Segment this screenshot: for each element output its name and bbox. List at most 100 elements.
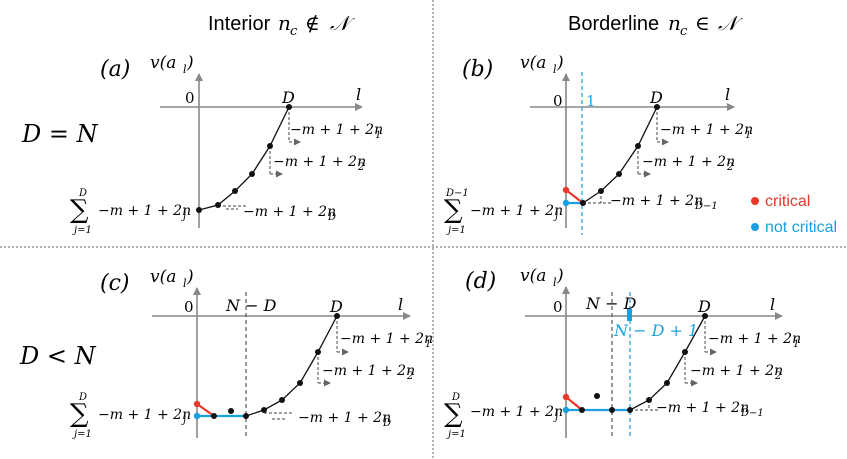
panel-b-marker-1: 1 <box>586 92 596 110</box>
svg-text:∑: ∑ <box>444 195 463 225</box>
panel-a-step-2: −m + 1 + 2n2 <box>273 154 366 173</box>
svg-text:j=1: j=1 <box>72 225 92 236</box>
panel-d-n-minus-d-plus-1: N − D + 1 <box>613 321 698 340</box>
panel-b-y-sub: l <box>553 63 557 76</box>
panel-b-points <box>580 104 660 206</box>
panel-c-guides <box>264 316 349 420</box>
header-interior-var: n <box>278 11 291 35</box>
panel-b-step-2: −m + 1 + 2n2 <box>642 154 735 173</box>
svg-text:D: D <box>327 212 336 223</box>
legend-not-critical-dot <box>751 223 759 231</box>
header-interior: Interior n c ∉ 𝒩 <box>208 11 355 39</box>
panel-b-step-1: −m + 1 + 2n1 <box>660 122 753 141</box>
panel-c-D-label: D <box>329 297 343 316</box>
svg-text:−m + 1 + 2n: −m + 1 + 2n <box>290 122 383 138</box>
panel-c-x-label: l <box>398 295 403 314</box>
svg-text:−m + 1 + 2n: −m + 1 + 2n <box>642 154 735 170</box>
svg-text:j: j <box>181 415 186 426</box>
panel-d-critical-point <box>562 393 570 401</box>
panel-d-n-minus-d: N − D <box>585 294 637 313</box>
panel-c-curve <box>245 315 338 417</box>
svg-text:∑: ∑ <box>70 195 89 225</box>
panel-c-points <box>211 313 340 419</box>
panel-d-y-sub: l <box>553 276 557 289</box>
svg-text:−m + 1 + 2n: −m + 1 + 2n <box>660 122 753 138</box>
panel-c-critical-point <box>193 400 201 408</box>
legend-critical-label: critical <box>765 193 810 210</box>
panel-d-y-label: v(a <box>520 266 546 286</box>
panel-d-step-1: −m + 1 + 2n1 <box>708 331 801 350</box>
panel-c-tag: (c) <box>100 271 130 296</box>
svg-text:2: 2 <box>357 162 364 173</box>
panel-b-y-close: ) <box>556 53 564 73</box>
panel-d-step-Dm1: −m + 1 + 2nD−1 <box>656 400 764 419</box>
row-label-top: D = N <box>21 120 99 148</box>
svg-text:D−1: D−1 <box>694 201 718 212</box>
panel-a-sum: D ∑ j=1 −m + 1 + 2n j <box>70 188 191 236</box>
panel-a-D-label: D <box>281 88 295 107</box>
header-borderline-word: Borderline <box>568 13 659 35</box>
svg-text:j: j <box>553 211 558 222</box>
svg-text:j: j <box>181 211 186 222</box>
panel-b-critical-segment <box>565 189 584 204</box>
panel-b-tag: (b) <box>462 57 493 82</box>
panel-d-critical-segment <box>565 396 583 411</box>
panel-d-tag: (d) <box>465 269 496 294</box>
svg-text:j=1: j=1 <box>446 429 466 440</box>
panel-a-x-label: l <box>356 85 361 104</box>
header-interior-set: 𝒩 <box>330 11 355 35</box>
panel-b-sum: D−1 ∑ j=1 −m + 1 + 2n j <box>444 188 563 236</box>
svg-text:−m + 1 + 2n: −m + 1 + 2n <box>273 154 366 170</box>
panel-b-guides <box>583 107 669 204</box>
panel-a-origin: 0 <box>185 89 195 107</box>
svg-text:−m + 1 + 2n: −m + 1 + 2n <box>98 203 191 219</box>
panel-c-notcritical-point <box>193 412 201 420</box>
svg-text:2: 2 <box>406 371 413 382</box>
svg-text:−m + 1 + 2n: −m + 1 + 2n <box>298 410 391 426</box>
legend-not-critical-label: not critical <box>765 219 837 236</box>
svg-text:j: j <box>553 412 558 423</box>
panel-d-step-2: −m + 1 + 2n2 <box>690 363 783 382</box>
panel-c-y-close: ) <box>186 267 194 287</box>
panel-c-n-minus-d: N − D <box>225 296 277 315</box>
panel-d-sum: D ∑ j=1 −m + 1 + 2n j <box>444 392 563 440</box>
panel-b-notcritical-point <box>562 199 570 207</box>
panel-b-origin: 0 <box>553 92 563 110</box>
panel-d-notcritical-point <box>562 406 570 414</box>
panel-c-step-1: −m + 1 + 2n1 <box>340 331 433 350</box>
panel-c: (c) v(a l ) 0 N − D l D −m + 1 + 2n1 −m … <box>70 267 433 440</box>
svg-text:1: 1 <box>745 130 751 141</box>
panel-b-critical-point <box>562 186 570 194</box>
panel-a-y-close: ) <box>186 53 194 73</box>
svg-text:−m + 1 + 2n: −m + 1 + 2n <box>243 204 336 220</box>
panel-a: (a) v(a l ) 0 l D −m + 1 + 2n1 −m + 1 + … <box>70 53 383 236</box>
svg-text:1: 1 <box>793 339 799 350</box>
panel-c-sum: D ∑ j=1 −m + 1 + 2n j <box>70 392 191 440</box>
header-borderline-rel: ∈ <box>695 11 710 35</box>
header-borderline: Borderline n c ∈ 𝒩 <box>568 11 743 39</box>
svg-text:−m + 1 + 2n: −m + 1 + 2n <box>610 193 703 209</box>
svg-text:−m + 1 + 2n: −m + 1 + 2n <box>470 203 563 219</box>
svg-text:−m + 1 + 2n: −m + 1 + 2n <box>98 407 191 423</box>
svg-text:1: 1 <box>425 339 431 350</box>
legend-critical-dot <box>751 197 759 205</box>
header-interior-sub: c <box>290 24 298 39</box>
header-interior-word: Interior <box>208 13 271 35</box>
panel-d-points <box>579 313 708 413</box>
panel-b: (b) v(a l ) 0 1 l D −m + 1 + 2n1 −m + 1 … <box>444 53 753 236</box>
header-borderline-sub: c <box>680 24 688 39</box>
panel-b-x-label: l <box>725 85 730 104</box>
row-label-bottom: D < N <box>19 342 97 370</box>
header-interior-rel: ∉ <box>305 11 320 35</box>
panel-b-step-Dm1: −m + 1 + 2nD−1 <box>610 193 718 212</box>
panel-d-x-label: l <box>770 295 775 314</box>
panel-d-marker-tick <box>627 309 632 321</box>
svg-text:j=1: j=1 <box>72 429 92 440</box>
svg-text:∑: ∑ <box>70 399 89 429</box>
svg-text:j=1: j=1 <box>446 225 466 236</box>
panel-d: (d) v(a l ) 0 N − D N − D + 1 l D −m + 1… <box>444 266 801 440</box>
svg-text:−m + 1 + 2n: −m + 1 + 2n <box>340 331 433 347</box>
svg-text:D: D <box>78 392 87 403</box>
svg-text:D: D <box>78 188 87 199</box>
